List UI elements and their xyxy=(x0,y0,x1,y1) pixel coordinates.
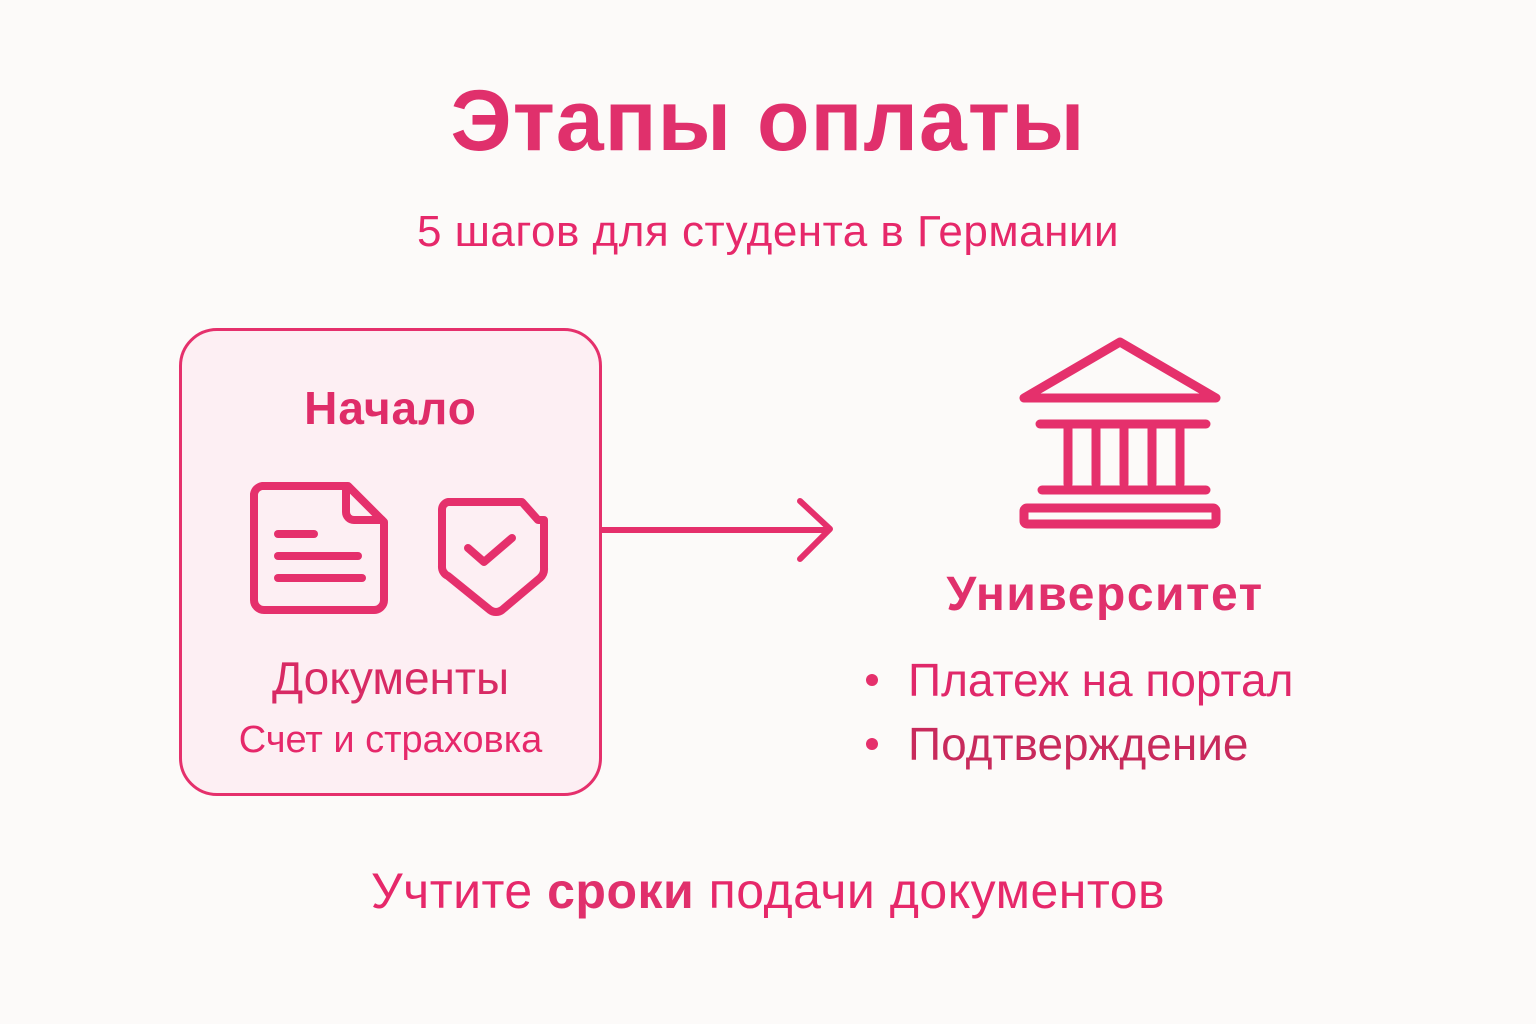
footer-note: Учтите сроки подачи документов xyxy=(0,862,1536,920)
list-item: Подтверждение xyxy=(862,712,1293,776)
page-subtitle: 5 шагов для студента в Германии xyxy=(416,207,1120,256)
bullet-icon xyxy=(866,738,878,750)
university-title: Университет xyxy=(946,568,1264,621)
footer-emphasis: сроки xyxy=(547,863,695,919)
university-building-icon xyxy=(1019,337,1221,529)
footer-suffix: подачи документов xyxy=(708,863,1166,919)
list-item-label: Платеж на портал xyxy=(908,654,1294,706)
document-icon xyxy=(250,482,388,614)
list-item-label: Подтверждение xyxy=(908,718,1249,770)
start-step-title: Начало xyxy=(304,382,477,434)
arrow-right-icon xyxy=(602,498,833,562)
start-step-box: Начало Документы Счет и страховка xyxy=(179,328,602,796)
shield-check-icon xyxy=(438,498,548,616)
page-title: Этапы оплаты xyxy=(450,73,1086,169)
start-step-sublabel: Счет и страховка xyxy=(238,719,543,761)
start-step-label: Документы xyxy=(271,652,510,704)
university-steps-list: Платеж на портал Подтверждение xyxy=(862,648,1293,776)
bullet-icon xyxy=(866,674,878,686)
list-item: Платеж на портал xyxy=(862,648,1293,712)
footer-prefix: Учтите xyxy=(370,863,533,919)
